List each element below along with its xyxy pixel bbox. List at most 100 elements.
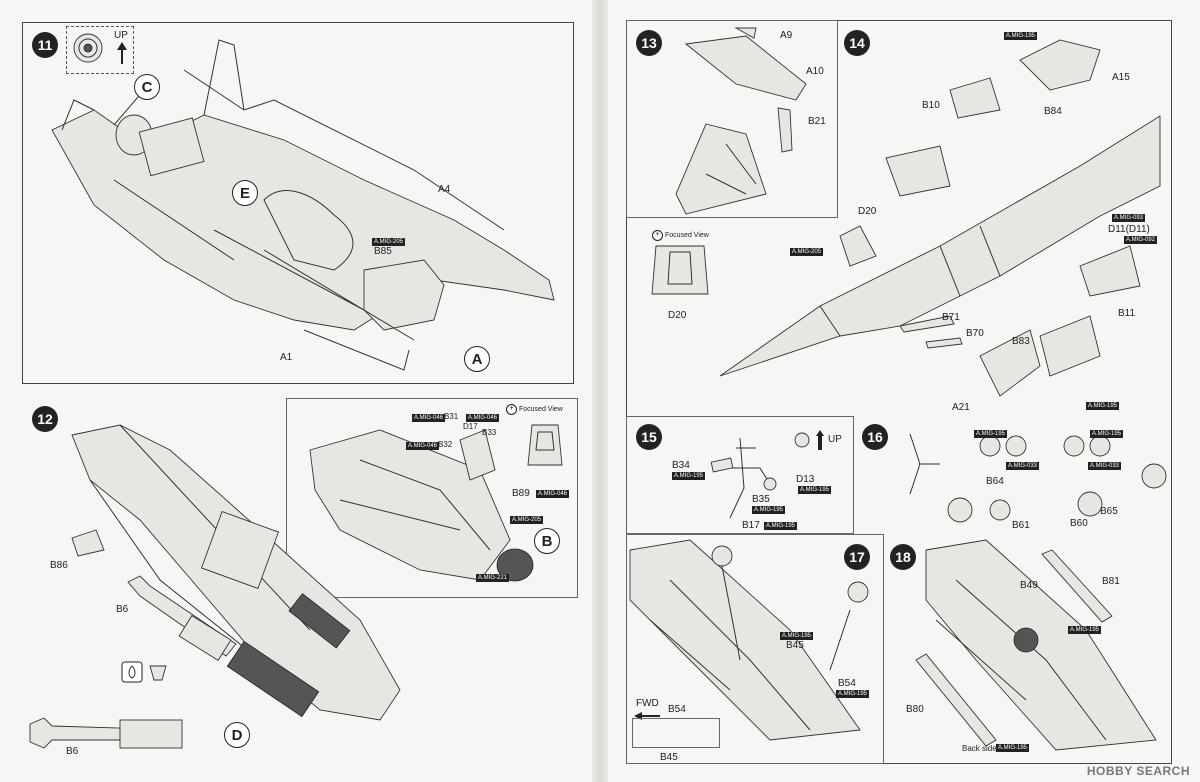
- step-14-intake-parts-drawing: [949, 39, 1101, 119]
- step-17-gear-bay-drawing: [629, 539, 869, 741]
- step-13-tail-drawing: [675, 27, 807, 215]
- part-b6-drawing: [127, 575, 237, 661]
- part-a1-label: A1: [280, 352, 293, 363]
- part-b6-detail-drawing: [29, 717, 183, 749]
- part-b84-label: B84: [1044, 106, 1062, 117]
- part-b81-label: B81: [1102, 576, 1120, 587]
- up-arrow-icon: [117, 42, 127, 64]
- part-a21-label: A21: [952, 402, 970, 413]
- color-tag-b81: A.MIG-195: [1068, 626, 1102, 634]
- color-tag-b80: A.MIG-195: [996, 744, 1030, 752]
- part-b45-label-2: B45: [660, 752, 678, 763]
- color-tag-a-mig-221: A.MIG-221: [476, 574, 510, 582]
- part-d20-label: D20: [858, 206, 877, 217]
- step-18-number: 18: [890, 544, 916, 570]
- color-tag-b60a: A.MIG-195: [1090, 430, 1124, 438]
- focused-view-d20-label: D20: [668, 310, 687, 321]
- part-d13-label: D13: [796, 474, 815, 485]
- step-15-up-icon: [794, 430, 824, 450]
- focused-view-seat-drawing: [527, 424, 563, 466]
- part-b6-label-2: B6: [66, 746, 79, 757]
- callout-c: C: [134, 74, 160, 100]
- step-11-detail-box: [66, 26, 134, 74]
- color-tag-b64b: A.MIG-033: [1006, 462, 1040, 470]
- step-16-number: 16: [862, 424, 888, 450]
- callout-e: E: [232, 180, 258, 206]
- part-d17-label: D17: [463, 422, 478, 431]
- part-b70-label: B70: [966, 328, 984, 339]
- color-tag-b17: A.MIG-195: [764, 522, 798, 530]
- step-15-number: 15: [636, 424, 662, 450]
- part-b64-label: B64: [986, 476, 1004, 487]
- color-tag-b60b: A.MIG-033: [1088, 462, 1122, 470]
- right-page-frame: [626, 20, 1172, 764]
- step-13-panel: [626, 20, 838, 218]
- step-11-number: 11: [32, 32, 58, 58]
- step-17-panel: [626, 534, 884, 764]
- step-13-number: 13: [636, 30, 662, 56]
- part-b10-label: B10: [922, 100, 940, 111]
- color-tag-b54: A.MIG-195: [836, 690, 870, 698]
- part-c-detail-icon: [73, 33, 103, 63]
- part-b60-label: B60: [1070, 518, 1088, 529]
- color-tag-a-mig-205: A.MIG-205: [372, 238, 406, 246]
- callout-d: D: [224, 722, 250, 748]
- step-11-panel: [22, 22, 574, 384]
- step-12-detail-panel: [286, 398, 578, 598]
- step-12-fuselage-drawing: [71, 424, 401, 721]
- part-b6-label: B6: [116, 604, 129, 615]
- part-d11-label: D11(D11): [1108, 224, 1150, 235]
- step-15-up-label: UP: [828, 434, 842, 445]
- focused-view-label: +Focused View: [506, 404, 563, 415]
- part-b33-label: B33: [482, 428, 497, 437]
- part-a4-label: A4: [438, 184, 451, 195]
- callout-a: A: [464, 346, 490, 372]
- color-tag-b31: A.MIG-046: [412, 414, 446, 422]
- part-d-drawing: [226, 640, 320, 718]
- part-b17-label: B17: [742, 520, 760, 531]
- part-b89-label: B89: [512, 488, 530, 499]
- color-tag-d11a: A.MIG-093: [1112, 214, 1146, 222]
- color-tag-b32: A.MIG-046: [406, 442, 440, 450]
- step-15-panel: [626, 416, 854, 534]
- up-label: UP: [114, 30, 128, 41]
- color-tag-a15: A.MIG-195: [1004, 32, 1038, 40]
- step-11-fuselage-drawing: [51, 39, 555, 371]
- focused-view-d20-drawing: [651, 245, 709, 295]
- color-tag-d13: A.MIG-195: [798, 486, 832, 494]
- color-tag-b64a: A.MIG-195: [974, 430, 1008, 438]
- magnifier-icon-14: +: [652, 230, 663, 241]
- part-b85-label: B85: [374, 246, 392, 257]
- color-tag-d20: A.MIG-205: [790, 248, 824, 256]
- part-b71-label: B71: [942, 312, 960, 323]
- color-tag-b35: A.MIG-195: [752, 506, 786, 514]
- part-b65-label: B65: [1100, 506, 1118, 517]
- step-15-gear-drawing: [710, 437, 777, 519]
- magnifier-icon: +: [506, 404, 517, 415]
- step-12-cockpit-detail-drawing: [309, 429, 534, 582]
- color-tag-b45: A.MIG-195: [780, 632, 814, 640]
- color-tag-b89: A.MIG-046: [536, 490, 570, 498]
- part-b35-label: B35: [752, 494, 770, 505]
- part-a10-label: A10: [806, 66, 824, 77]
- part-b21-label: B21: [808, 116, 826, 127]
- color-tag-a-mig-205-s12: A.MIG-205: [510, 516, 544, 524]
- step-17-inset: [632, 718, 720, 748]
- step-18-gear-bay-drawing: [915, 539, 1157, 751]
- color-tag-d11b: A.MIG-092: [1124, 236, 1158, 244]
- page-gutter: [592, 0, 608, 782]
- part-b45-label: B45: [786, 640, 804, 651]
- step-12-number: 12: [32, 406, 58, 432]
- glue-icon: [121, 661, 167, 683]
- callout-b: B: [534, 528, 560, 554]
- step-16-wheels-drawing: [909, 433, 1167, 523]
- part-b31-label: B31: [444, 412, 459, 421]
- part-a15-label: A15: [1112, 72, 1130, 83]
- part-b61-label: B61: [1012, 520, 1030, 531]
- part-b83-label: B83: [1012, 336, 1030, 347]
- part-b86-drawing: [71, 529, 105, 557]
- part-b54-label-2: B54: [668, 704, 686, 715]
- color-tag-b34: A.MIG-195: [672, 472, 706, 480]
- part-b86-label: B86: [50, 560, 68, 571]
- step-14-number: 14: [844, 30, 870, 56]
